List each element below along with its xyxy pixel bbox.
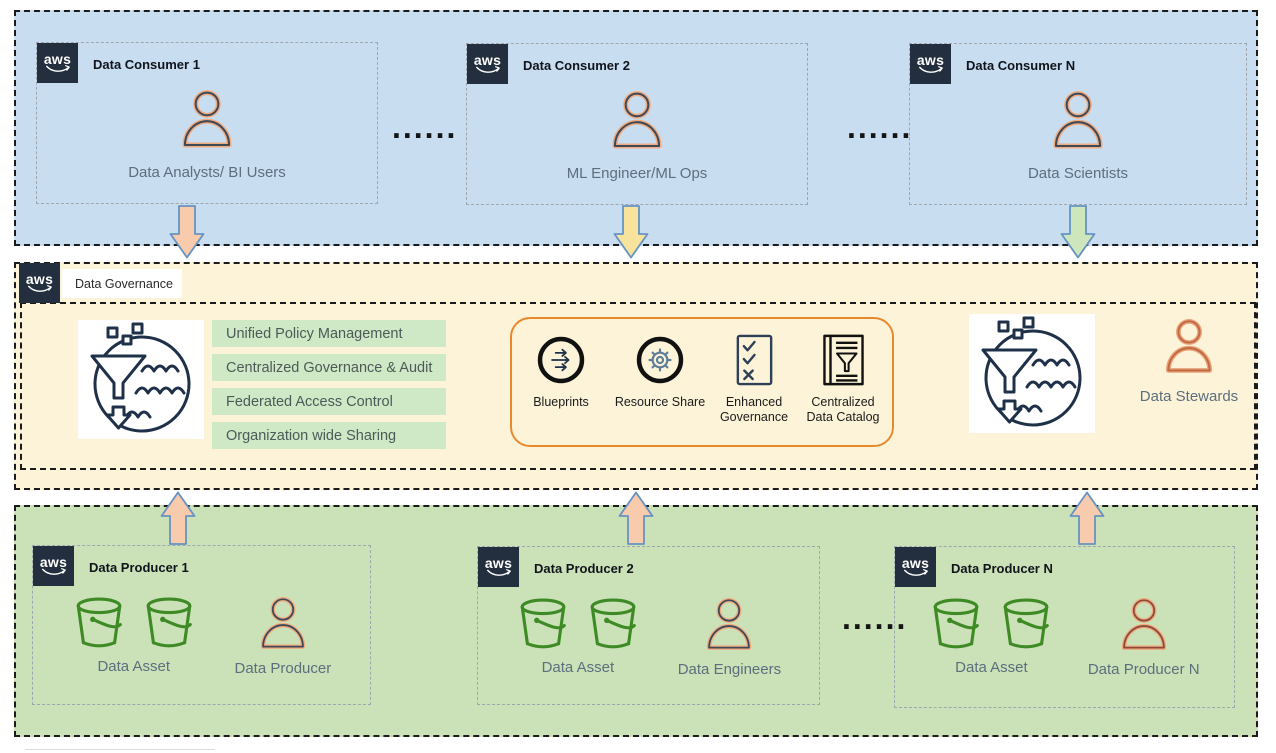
user-icon bbox=[1049, 90, 1107, 152]
aws-logo: aws bbox=[33, 546, 74, 586]
producer-title: Data Producer N bbox=[951, 561, 1053, 576]
blueprints-icon bbox=[536, 335, 586, 385]
consumer-box-2: aws Data Consumer 2 ML Engineer/ML Ops bbox=[466, 43, 808, 205]
aws-logo-text: aws bbox=[916, 51, 945, 68]
producer-persona: Data Producer bbox=[234, 596, 332, 677]
service-label: Blueprints bbox=[533, 395, 589, 409]
producer-title: Data Producer 2 bbox=[534, 561, 634, 576]
producer-persona: Data Producer N bbox=[1088, 597, 1200, 678]
s3-bucket-icon bbox=[72, 596, 126, 650]
flow-arrow-up-icon bbox=[1069, 491, 1105, 545]
producer-persona-label: Data Engineers bbox=[677, 661, 782, 678]
producer-persona: Data Engineers bbox=[678, 597, 781, 678]
consumer-persona-label: ML Engineer/ML Ops bbox=[566, 165, 708, 182]
aws-logo-text: aws bbox=[473, 51, 502, 68]
governance-layer-label: Data Governance bbox=[62, 269, 182, 298]
producer-box-n: aws Data Producer N Data Asset Data Prod… bbox=[894, 546, 1235, 708]
capability-pill: Federated Access Control bbox=[212, 388, 446, 415]
data-assets: Data Asset bbox=[516, 597, 640, 676]
user-icon bbox=[1118, 597, 1170, 653]
user-icon bbox=[1162, 318, 1216, 376]
aws-smile-icon bbox=[41, 568, 67, 577]
user-icon bbox=[608, 90, 666, 152]
user-icon bbox=[178, 89, 236, 151]
aws-smile-icon bbox=[486, 569, 512, 578]
data-stewards: Data Stewards bbox=[1124, 318, 1254, 405]
consumer-title: Data Consumer 2 bbox=[523, 58, 630, 73]
consumer-title: Data Consumer 1 bbox=[93, 57, 200, 72]
ellipsis-separator: ...... bbox=[847, 109, 913, 145]
flow-arrow-up-icon bbox=[618, 491, 654, 545]
aws-logo: aws bbox=[910, 44, 951, 84]
consumer-persona-label: Data Analysts/ BI Users bbox=[128, 164, 286, 181]
aws-smile-icon bbox=[903, 569, 929, 578]
service-label: Centralized Data Catalog bbox=[806, 395, 880, 424]
flow-arrow-down-icon bbox=[1060, 205, 1096, 259]
consumer-box-n: aws Data Consumer N Data Scientists bbox=[909, 43, 1247, 205]
producer-box-2: aws Data Producer 2 Data Asset Data Engi… bbox=[477, 546, 820, 705]
s3-bucket-icon bbox=[999, 597, 1053, 651]
aws-smile-icon bbox=[45, 65, 71, 74]
capability-pill: Unified Policy Management bbox=[212, 320, 446, 347]
producer-persona-label: Data Producer bbox=[234, 660, 332, 677]
flow-arrow-up-icon bbox=[160, 491, 196, 545]
service-resource-share: Resource Share bbox=[611, 331, 709, 445]
consumer-title: Data Consumer N bbox=[966, 58, 1076, 73]
s3-bucket-icon bbox=[142, 596, 196, 650]
aws-logo: aws bbox=[478, 547, 519, 587]
aws-logo: aws bbox=[37, 43, 78, 83]
aws-logo: aws bbox=[895, 547, 936, 587]
aws-logo-text: aws bbox=[484, 554, 513, 571]
producer-persona-label: Data Producer N bbox=[1087, 661, 1200, 678]
user-icon bbox=[257, 596, 309, 652]
governance-inner-box bbox=[20, 302, 1256, 470]
governance-capabilities: Unified Policy Management Centralized Go… bbox=[212, 320, 446, 449]
service-blueprints: Blueprints bbox=[517, 331, 605, 445]
capability-pill: Organization wide Sharing bbox=[212, 422, 446, 449]
governance-layer: aws Data Governance Unified Policy Manag… bbox=[14, 262, 1258, 490]
aws-logo: aws bbox=[19, 263, 60, 303]
service-enhanced-governance: Enhanced Governance bbox=[715, 331, 793, 445]
data-assets: Data Asset bbox=[72, 596, 196, 675]
consumer-box-1: aws Data Consumer 1 Data Analysts/ BI Us… bbox=[36, 42, 378, 204]
data-asset-label: Data Asset bbox=[97, 658, 171, 675]
aws-logo-text: aws bbox=[901, 554, 930, 571]
service-label: Resource Share bbox=[614, 395, 706, 409]
aws-smile-icon bbox=[475, 66, 501, 75]
data-asset-label: Data Asset bbox=[955, 659, 1028, 676]
resource-share-icon bbox=[635, 335, 685, 385]
lake-formation-icon bbox=[969, 314, 1095, 433]
aws-logo-text: aws bbox=[39, 553, 68, 570]
aws-logo-text: aws bbox=[43, 50, 72, 67]
governance-services-panel: Blueprints Resource Share Enhanced Gover… bbox=[510, 317, 894, 447]
s3-bucket-icon bbox=[516, 597, 570, 651]
producer-box-1: aws Data Producer 1 Data Asset Data Prod… bbox=[32, 545, 371, 705]
ellipsis-separator: ...... bbox=[392, 109, 458, 145]
aws-logo: aws bbox=[467, 44, 508, 84]
centralized-data-catalog-icon bbox=[822, 334, 865, 386]
aws-smile-icon bbox=[27, 285, 53, 294]
bottom-hairline bbox=[25, 749, 215, 750]
steward-label: Data Stewards bbox=[1139, 388, 1239, 405]
lake-formation-icon bbox=[78, 320, 204, 439]
flow-arrow-down-icon bbox=[613, 205, 649, 259]
aws-smile-icon bbox=[918, 66, 944, 75]
service-centralized-data-catalog: Centralized Data Catalog bbox=[799, 331, 887, 445]
data-asset-label: Data Asset bbox=[541, 659, 615, 676]
capability-pill: Centralized Governance & Audit bbox=[212, 354, 446, 381]
consumer-persona-label: Data Scientists bbox=[1027, 165, 1129, 182]
enhanced-governance-icon bbox=[736, 334, 773, 386]
service-label: Enhanced Governance bbox=[719, 395, 789, 424]
user-icon bbox=[703, 597, 755, 653]
flow-arrow-down-icon bbox=[169, 205, 205, 259]
aws-logo-text: aws bbox=[25, 270, 54, 287]
s3-bucket-icon bbox=[929, 597, 983, 651]
s3-bucket-icon bbox=[586, 597, 640, 651]
producer-title: Data Producer 1 bbox=[89, 560, 189, 575]
data-assets: Data Asset bbox=[929, 597, 1053, 676]
